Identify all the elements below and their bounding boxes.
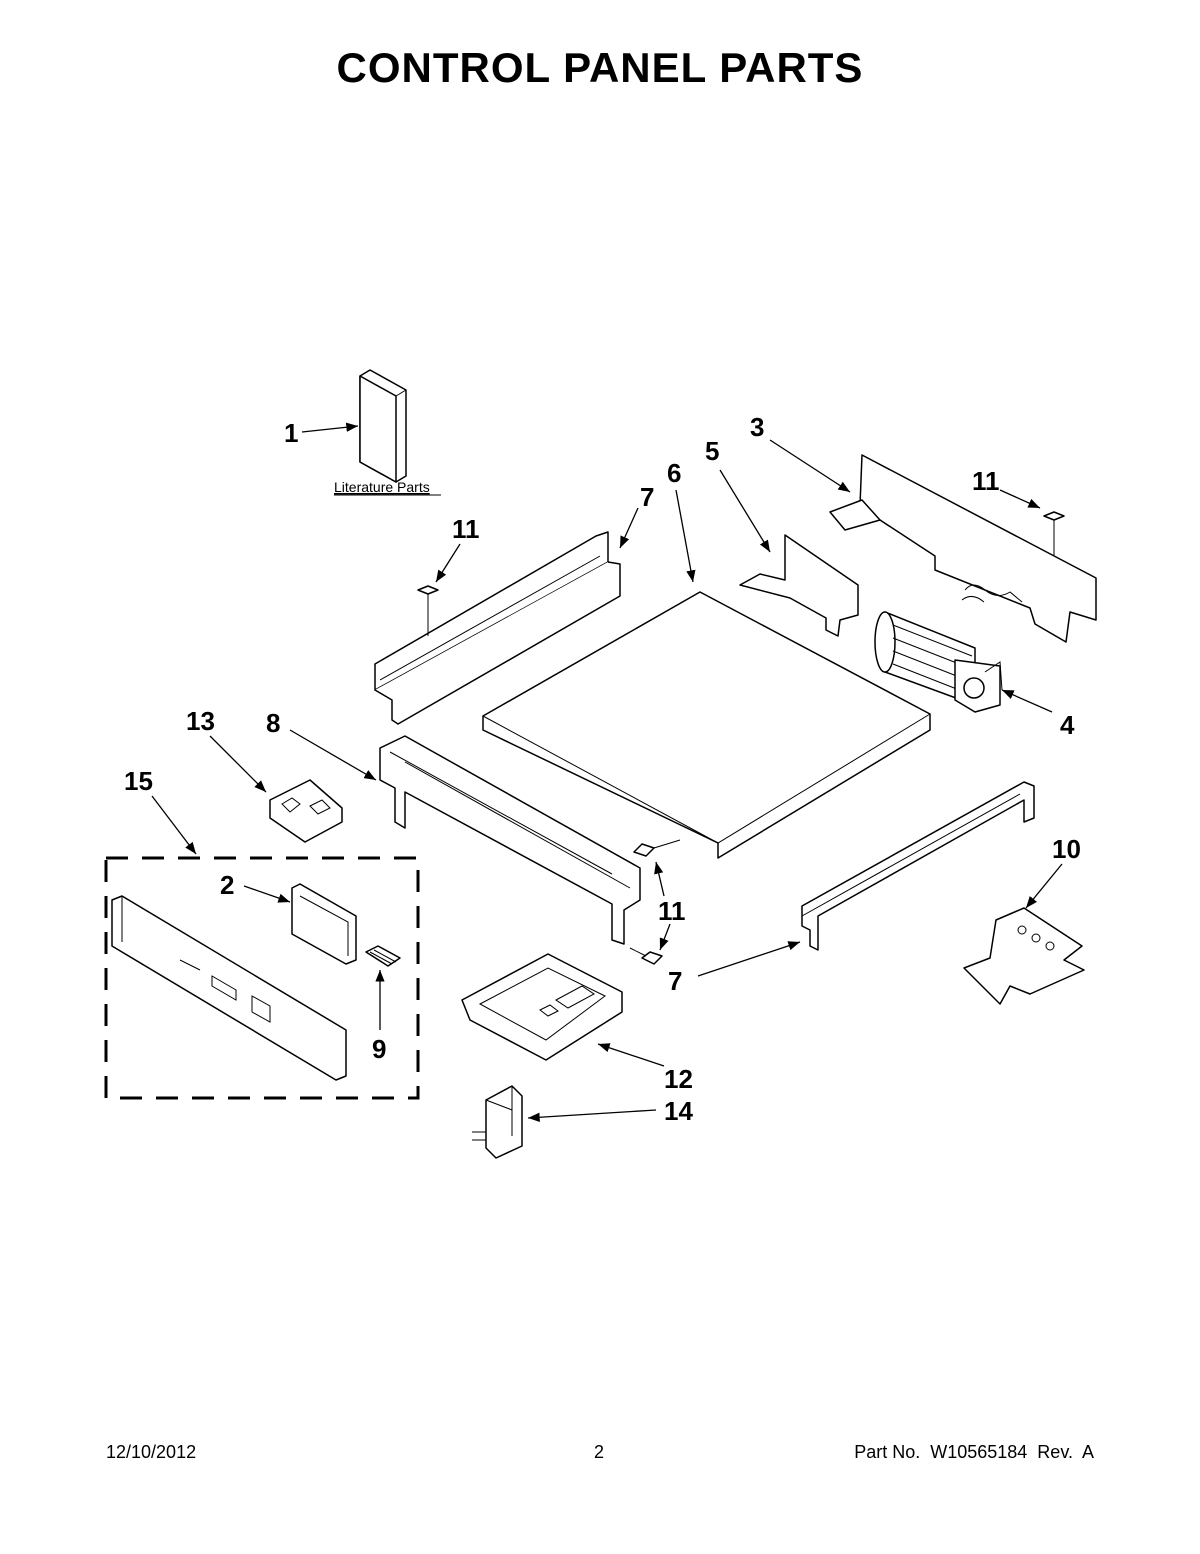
callout-11-left: 11: [452, 514, 480, 544]
callout-4: 4: [1060, 710, 1075, 740]
footer-part-number: Part No. W10565184 Rev. A: [854, 1442, 1094, 1462]
side-rail-lower-part: [801, 781, 1035, 951]
callout-9: 9: [372, 1034, 386, 1064]
rear-bracket-part: [829, 454, 1097, 643]
callout-11-center: 11: [658, 896, 686, 926]
transformer-part: [472, 1085, 523, 1159]
callout-3: 3: [750, 412, 764, 442]
callout-2: 2: [220, 870, 234, 900]
footer-page-number: 2: [594, 1442, 605, 1462]
screw-part: [417, 585, 439, 636]
console-panel-part: [111, 895, 347, 1081]
callout-10: 10: [1052, 834, 1081, 864]
front-rail-part: [379, 735, 641, 945]
callout-15: 15: [124, 766, 153, 796]
control-bracket-part: [291, 883, 357, 965]
blower-fan-part: [874, 611, 1003, 713]
callout-12: 12: [664, 1064, 693, 1094]
cover-plate-part: [482, 591, 931, 859]
screw-part: [633, 839, 681, 857]
relay-board-part: [269, 779, 343, 843]
screw-part: [1043, 511, 1065, 556]
callout-7-upper: 7: [640, 482, 654, 512]
small-bracket-part: [739, 534, 859, 637]
screw-part: [629, 947, 663, 965]
footer-date: 12/10/2012: [106, 1442, 197, 1462]
literature-booklet-part: [359, 369, 407, 483]
literature-parts-label: Literature Parts: [334, 479, 430, 495]
callout-13: 13: [186, 706, 215, 736]
page-title: CONTROL PANEL PARTS: [336, 44, 864, 91]
callout-5: 5: [705, 436, 719, 466]
callout-1: 1: [284, 418, 298, 448]
side-rail-upper-part: [374, 531, 621, 725]
leader-lines: [151, 422, 1063, 1122]
keypad-grille-part: [365, 945, 401, 967]
callout-14: 14: [664, 1096, 693, 1126]
kit-group-outline: [104, 856, 420, 1100]
callout-8: 8: [266, 708, 280, 738]
callout-6: 6: [667, 458, 681, 488]
callout-11-right: 11: [972, 466, 1000, 496]
mounting-bracket-part: [963, 907, 1085, 1005]
control-board-tray-part: [461, 953, 623, 1061]
callout-7-lower: 7: [668, 966, 682, 996]
